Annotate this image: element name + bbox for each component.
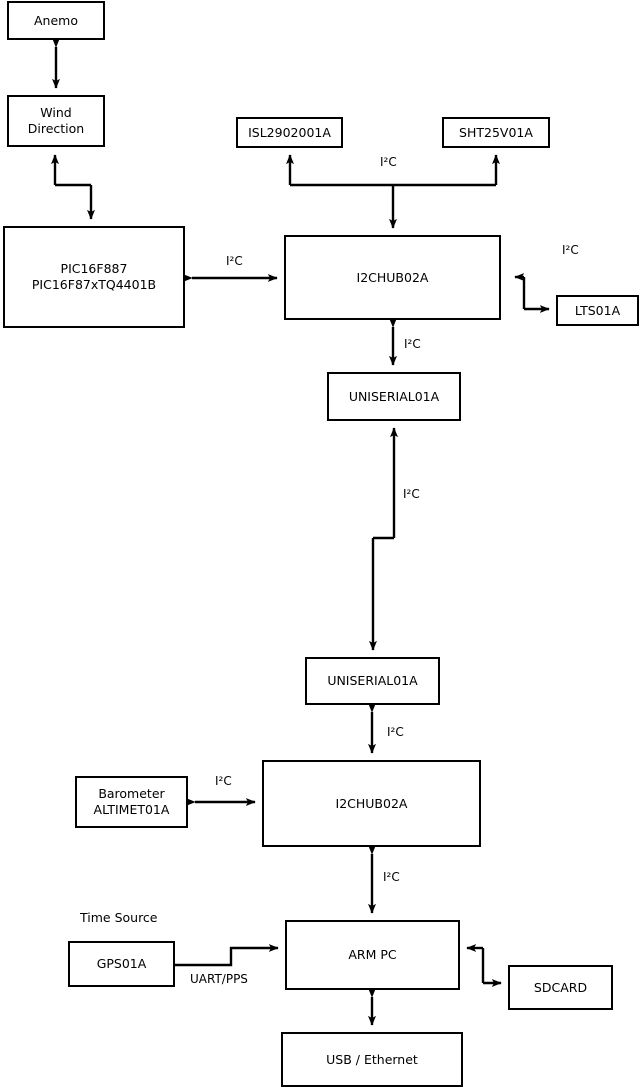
- edge-label-i2c-hub-armpc: I²C: [383, 870, 400, 884]
- node-usb-ethernet[interactable]: USB / Ethernet: [281, 1032, 463, 1087]
- node-i2chub02a-bottom-label: I2CHUB02A: [335, 795, 408, 811]
- node-i2chub02a-top[interactable]: I2CHUB02A: [284, 235, 501, 320]
- edge-label-uart-pps: UART/PPS: [190, 972, 248, 986]
- node-lts01a-label: LTS01A: [574, 302, 621, 318]
- node-isl2902001a-label: ISL2902001A: [248, 124, 331, 140]
- node-pic-microcontroller[interactable]: PIC16F887 PIC16F87xTQ4401B: [3, 226, 185, 328]
- node-wind-direction-label: Wind Direction: [27, 105, 85, 136]
- node-sdcard[interactable]: SDCARD: [508, 965, 613, 1010]
- node-i2chub02a-bottom[interactable]: I2CHUB02A: [262, 760, 481, 847]
- node-anemo[interactable]: Anemo: [7, 1, 105, 40]
- edge-label-i2c-sensor-bus: I²C: [380, 155, 397, 169]
- node-uniserial01a-bottom-label: UNISERIAL01A: [327, 673, 418, 689]
- connector-gps-armpc: [175, 944, 279, 967]
- node-anemo-label: Anemo: [34, 12, 78, 28]
- node-gps01a-label: GPS01A: [96, 956, 147, 972]
- node-pic-microcontroller-label: PIC16F887 PIC16F87xTQ4401B: [31, 261, 157, 292]
- node-sdcard-label: SDCARD: [533, 979, 588, 995]
- node-usb-ethernet-label: USB / Ethernet: [326, 1051, 418, 1067]
- node-wind-direction[interactable]: Wind Direction: [7, 95, 105, 147]
- node-sht25v01a[interactable]: SHT25V01A: [442, 117, 550, 148]
- edge-label-i2c-uniserial-hub: I²C: [387, 725, 404, 739]
- node-uniserial01a-top-label: UNISERIAL01A: [348, 388, 440, 404]
- node-uniserial01a-top[interactable]: UNISERIAL01A: [327, 372, 461, 421]
- node-arm-pc-label: ARM PC: [348, 947, 397, 963]
- node-gps01a[interactable]: GPS01A: [68, 941, 175, 987]
- node-isl2902001a[interactable]: ISL2902001A: [236, 117, 343, 148]
- node-arm-pc[interactable]: ARM PC: [285, 920, 460, 990]
- node-barometer-altimet01a-label: Barometer ALTIMET01A: [93, 786, 170, 817]
- node-barometer-altimet01a[interactable]: Barometer ALTIMET01A: [75, 776, 188, 828]
- edge-label-i2c-hub-uniserial: I²C: [404, 337, 421, 351]
- label-time-source: Time Source: [80, 910, 158, 925]
- node-i2chub02a-top-label: I2CHUB02A: [356, 269, 429, 285]
- edge-label-i2c-lts01a: I²C: [562, 243, 579, 257]
- edge-label-i2c-barometer: I²C: [215, 774, 232, 788]
- edge-label-i2c-pic-hub: I²C: [226, 254, 243, 268]
- edge-label-i2c-uniserial-link: I²C: [403, 487, 420, 501]
- node-lts01a[interactable]: LTS01A: [556, 295, 639, 326]
- node-uniserial01a-bottom[interactable]: UNISERIAL01A: [305, 657, 440, 705]
- node-sht25v01a-label: SHT25V01A: [459, 124, 533, 140]
